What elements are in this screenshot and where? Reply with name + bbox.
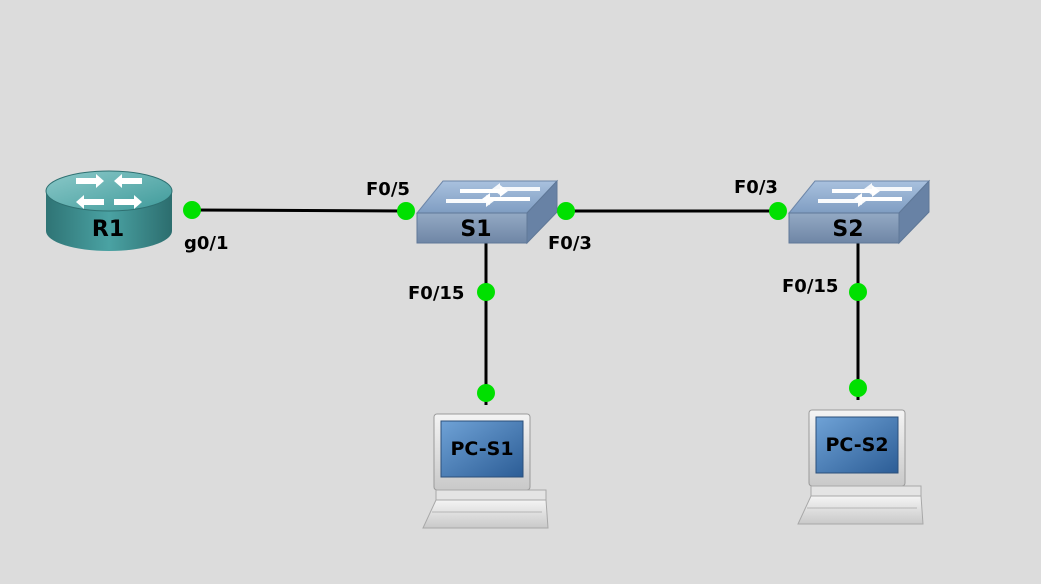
pc-icon [797,409,924,525]
port-label-s1-f015: F0/15 [408,283,464,304]
port-label-s1-f05: F0/5 [366,179,410,200]
device-r1[interactable]: R1 [45,170,173,251]
device-pc-s2[interactable]: PC-S2 [797,409,924,525]
port-label-r1-g01: g0/1 [184,233,229,254]
port-label-s1-f03: F0/3 [548,233,592,254]
port-status-pc-s1 [477,384,495,402]
port-indicators [183,201,867,402]
device-pc-s1[interactable]: PC-S1 [422,413,549,529]
router-icon [45,170,173,251]
links [191,208,860,405]
device-label-s2: S2 [832,217,863,242]
port-labels: g0/1 F0/5 F0/3 F0/3 F0/15 F0/15 [184,177,838,304]
device-s2[interactable]: S2 [787,179,931,245]
pc-icon [422,413,549,529]
device-label-pc-s1: PC-S1 [450,438,513,460]
link-r1-s1[interactable] [191,208,407,213]
device-label-s1: S1 [460,217,491,242]
port-status-s2-f015 [849,283,867,301]
port-label-s2-f015: F0/15 [782,276,838,297]
device-s1[interactable]: S1 [415,179,559,245]
switch-icon [415,179,559,245]
device-label-pc-s2: PC-S2 [825,434,888,456]
port-status-s1-f03 [557,202,575,220]
port-status-s1-f05 [397,202,415,220]
device-label-r1: R1 [92,217,124,242]
port-status-pc-s2 [849,379,867,397]
port-status-s1-f015 [477,283,495,301]
switch-icon [787,179,931,245]
port-status-s2-f03 [769,202,787,220]
port-label-s2-f03: F0/3 [734,177,778,198]
port-status-r1-g01 [183,201,201,219]
